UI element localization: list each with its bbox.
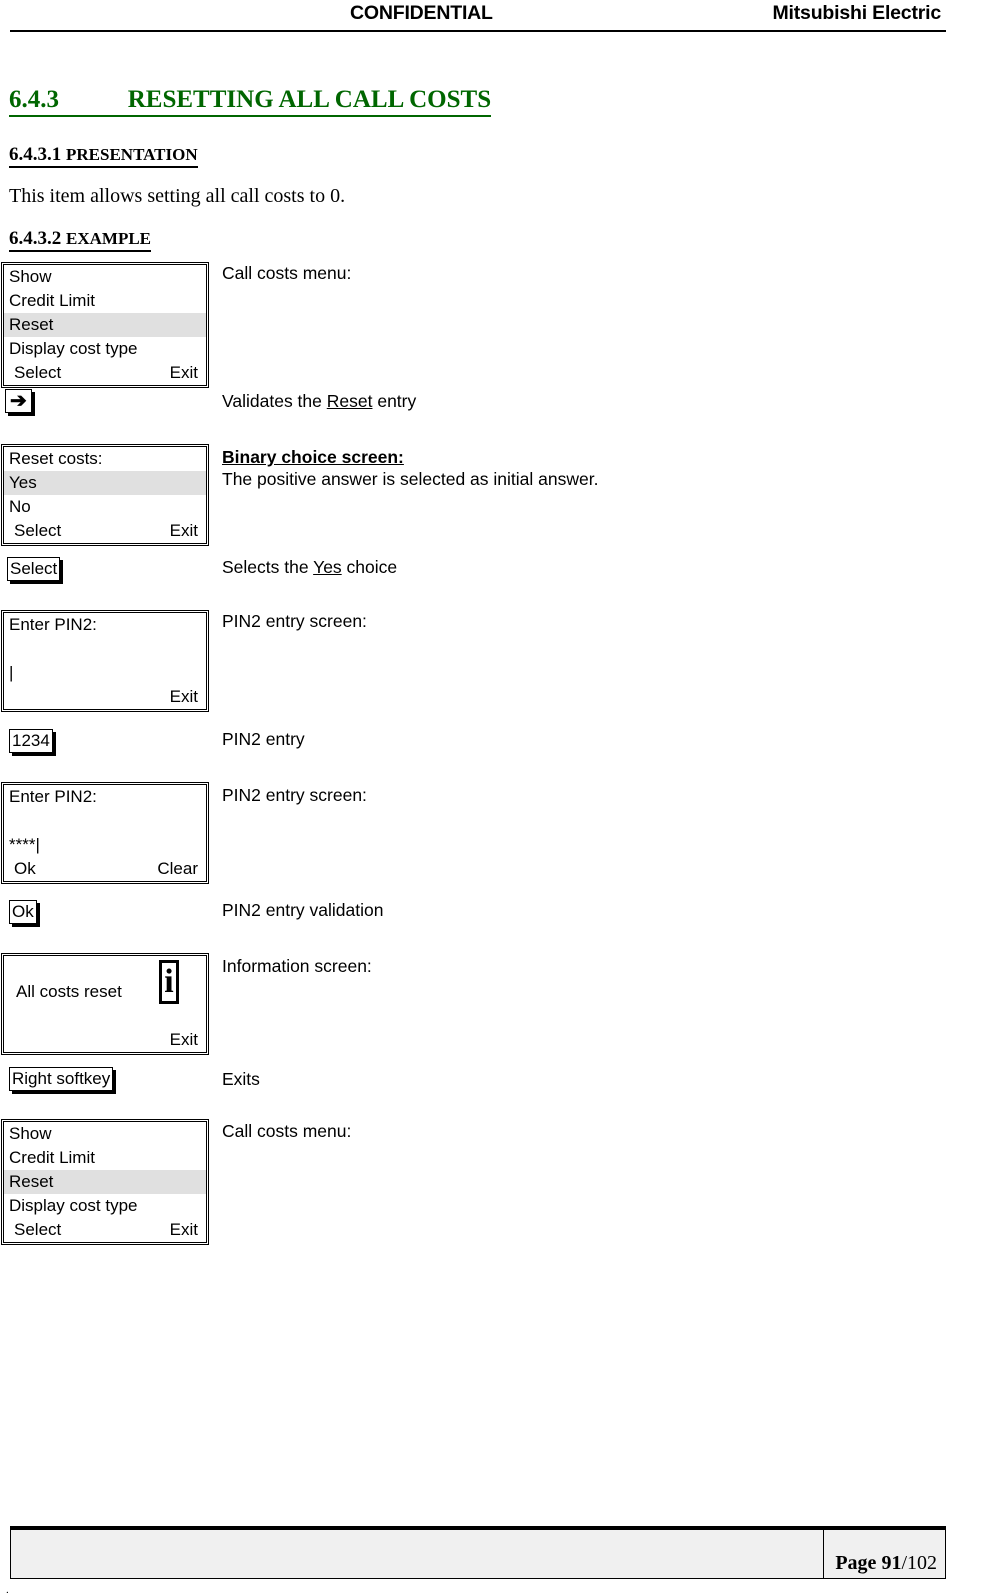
softkey-left[interactable]: Select (14, 521, 62, 540)
softkey-right[interactable]: Exit (169, 1220, 198, 1239)
menu-item[interactable]: Show (9, 1124, 52, 1143)
ok-key[interactable]: Ok (9, 900, 37, 924)
softkey-left[interactable]: Select (14, 1220, 62, 1239)
softkey-bar: Ok Clear (4, 857, 206, 881)
footer-cell-divider (823, 1530, 824, 1578)
phone-screen-reset-costs: Reset costs: Yes No Select Exit (0, 443, 210, 547)
choice-item[interactable]: No (9, 497, 31, 516)
softkey-right[interactable]: Exit (169, 363, 198, 382)
section-title: RESETTING ALL CALL COSTS (127, 86, 492, 113)
caption-selects-yes: Selects the Yes choice (222, 556, 397, 578)
subsection-example-number: 6.4.3.2 (9, 228, 62, 249)
caption-binary-choice: Binary choice screen:The positive answer… (222, 446, 598, 490)
subsection-example-title: EXAMPLE (66, 229, 151, 248)
pin-input-field[interactable]: | (9, 663, 14, 682)
caption-call-costs-menu-1: Call costs menu: (222, 263, 352, 283)
company-name: Mitsubishi Electric (772, 2, 942, 24)
caption-pin2-entry-screen-1: PIN2 entry screen: (222, 611, 367, 631)
caption-pin2-entry-screen-2: PIN2 entry screen: (222, 785, 367, 805)
page-number-bold: Page 91 (835, 1552, 902, 1574)
footer-tick-mark: . (6, 1584, 9, 1596)
info-icon-frame (159, 960, 179, 1004)
right-softkey-key[interactable]: Right softkey (9, 1067, 114, 1091)
phone-screen-call-costs-menu-1: Show Credit Limit Reset Display cost typ… (0, 261, 210, 389)
softkey-right[interactable]: Exit (169, 687, 198, 706)
caption-underlined: Yes (313, 557, 342, 577)
softkey-right[interactable]: Exit (169, 1030, 198, 1049)
footer-table: Page 91/102 (10, 1529, 946, 1579)
subsection-example-heading: 6.4.3.2 EXAMPLE (9, 228, 151, 252)
page-number-total: /102 (901, 1552, 937, 1574)
phone-screen-call-costs-menu-2: Show Credit Limit Reset Display cost typ… (0, 1118, 210, 1246)
caption-call-costs-menu-2: Call costs menu: (222, 1121, 352, 1141)
caption-validates-reset: Validates the Reset entry (222, 390, 416, 412)
page-header: CONFIDENTIAL Mitsubishi Electric (0, 0, 986, 40)
subsection-presentation-number: 6.4.3.1 (9, 144, 62, 165)
information-body: All costs reset i (4, 956, 206, 1028)
screen-title: Enter PIN2: (9, 787, 97, 806)
softkey-bar: Exit (4, 685, 206, 709)
softkey-right[interactable]: Clear (157, 859, 198, 878)
choice-item-selected[interactable]: Yes (4, 471, 206, 495)
menu-item-selected[interactable]: Reset (4, 1170, 206, 1194)
subsection-presentation-heading: 6.4.3.1 PRESENTATION (9, 144, 198, 168)
caption-information-screen: Information screen: (222, 956, 372, 976)
phone-screen-information: All costs reset i Exit (0, 952, 210, 1056)
page-number: Page 91/102 (835, 1552, 937, 1575)
menu-item-selected[interactable]: Reset (4, 313, 206, 337)
footer-rule (10, 1526, 946, 1529)
menu-item[interactable]: Display cost type (9, 339, 138, 358)
caption-exits: Exits (222, 1069, 260, 1089)
caption-prefix: Selects the (222, 557, 314, 577)
screen-blank-line (4, 809, 206, 833)
subsection-presentation-title: PRESENTATION (66, 145, 198, 164)
caption-pin2-validation: PIN2 entry validation (222, 900, 384, 920)
caption-body-text: The positive answer is selected as initi… (222, 469, 599, 489)
softkey-left[interactable]: Select (14, 363, 62, 382)
softkey-bar: Exit (4, 1028, 206, 1052)
phone-screen-pin2-entry-empty: Enter PIN2: | Exit (0, 609, 210, 713)
softkey-bar: Select Exit (4, 361, 206, 385)
softkey-left[interactable]: Ok (14, 859, 36, 878)
info-icon: i (159, 960, 183, 1008)
phone-screen-pin2-entry-filled: Enter PIN2: ****| Ok Clear (0, 781, 210, 885)
presentation-paragraph: This item allows setting all call costs … (9, 185, 346, 207)
pin-input-field[interactable]: ****| (9, 835, 40, 854)
header-row: CONFIDENTIAL Mitsubishi Electric (10, 0, 976, 30)
caption-suffix: entry (372, 391, 417, 411)
screen-title: Reset costs: (9, 449, 103, 468)
information-message: All costs reset (16, 982, 122, 1001)
header-rule (10, 30, 946, 32)
softkey-bar: Select Exit (4, 519, 206, 543)
menu-item[interactable]: Credit Limit (9, 1148, 95, 1167)
menu-item[interactable]: Show (9, 267, 52, 286)
digits-key-1234[interactable]: 1234 (9, 729, 53, 753)
confidential-label: CONFIDENTIAL (350, 2, 493, 24)
caption-bold-heading: Binary choice screen: (222, 447, 404, 467)
caption-pin2-entry: PIN2 entry (222, 729, 305, 749)
softkey-bar: Select Exit (4, 1218, 206, 1242)
screen-title: Enter PIN2: (9, 615, 97, 634)
info-icon-glyph: i (164, 963, 174, 1000)
caption-prefix: Validates the (222, 391, 327, 411)
page-title: 6.4.3 RESETTING ALL CALL COSTS (9, 86, 492, 117)
caption-underlined: Reset (326, 391, 373, 411)
softkey-right[interactable]: Exit (169, 521, 198, 540)
right-arrow-key[interactable]: ➔ (5, 389, 32, 413)
menu-item[interactable]: Display cost type (9, 1196, 138, 1215)
select-key[interactable]: Select (7, 557, 61, 581)
caption-suffix: choice (341, 557, 398, 577)
screen-blank-line (4, 637, 206, 661)
section-number: 6.4.3 (9, 86, 59, 113)
menu-item[interactable]: Credit Limit (9, 291, 95, 310)
